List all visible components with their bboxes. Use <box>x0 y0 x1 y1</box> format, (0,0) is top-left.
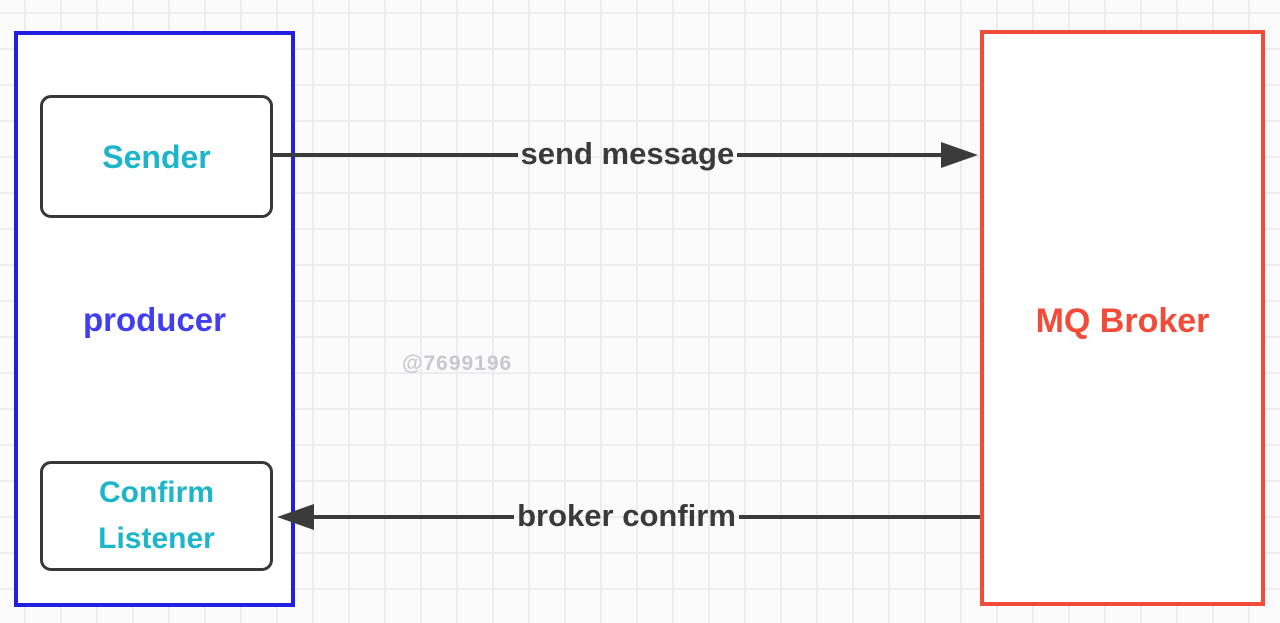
mq-broker-node-label: MQ Broker <box>1035 301 1210 340</box>
confirm-listener-node: Confirm Listener <box>40 461 273 571</box>
sender-node-label: Sender <box>102 138 211 175</box>
send-arrow-head-icon <box>941 142 978 168</box>
send-message-arrow-label: send message <box>520 136 735 171</box>
broker-confirm-arrow: broker confirm <box>277 498 980 535</box>
send-message-arrow: send message <box>273 136 978 173</box>
confirm-arrow-line-right <box>738 515 980 519</box>
sender-node: Sender <box>40 95 273 218</box>
confirm-arrow-head-icon <box>277 504 314 530</box>
broker-confirm-arrow-label: broker confirm <box>517 498 736 533</box>
watermark-text: @7699196 <box>402 352 513 375</box>
mq-broker-node: MQ Broker <box>980 30 1265 606</box>
send-arrow-line-left <box>273 153 518 157</box>
confirm-arrow-line-left <box>314 515 515 519</box>
producer-group-label: producer <box>82 301 227 338</box>
send-arrow-line-right <box>737 153 941 157</box>
confirm-listener-node-label: Confirm Listener <box>98 476 215 555</box>
